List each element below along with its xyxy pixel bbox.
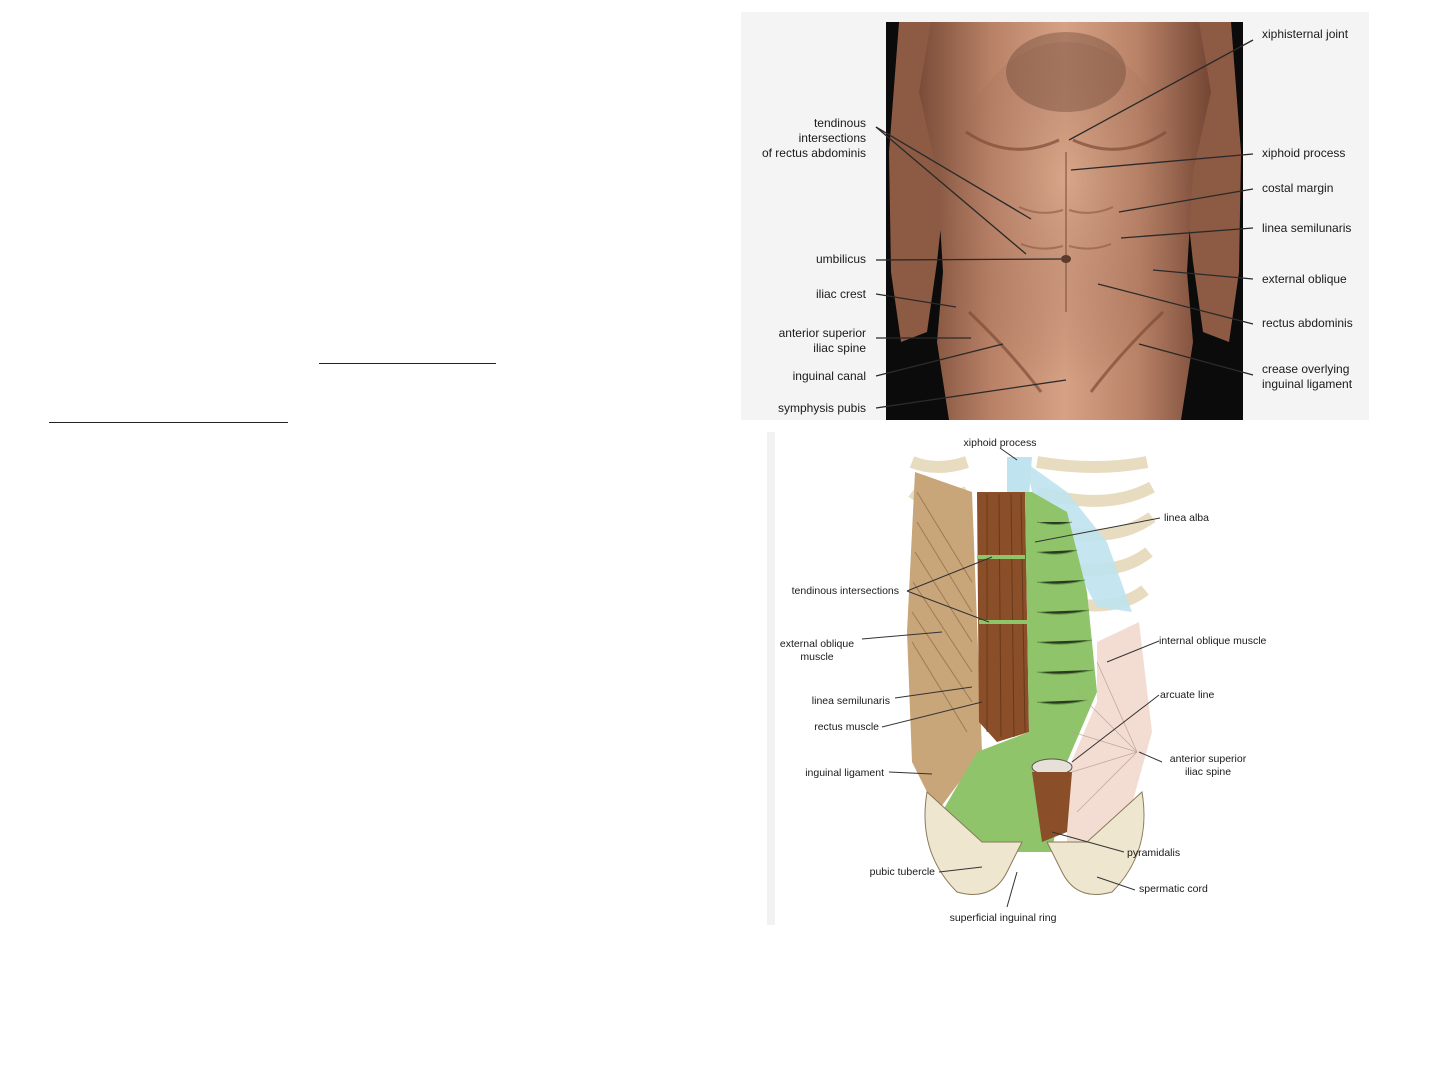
photo-leader-lines [875, 39, 1254, 409]
external-oblique-muscle [907, 472, 982, 812]
label-inguinal-ligament-drawing: inguinal ligament [805, 767, 884, 779]
label-pyramidalis: pyramidalis [1127, 847, 1180, 859]
abdominal-wall-svg: xiphoid process tendinous intersections … [767, 432, 1273, 925]
pelvis-left [924, 791, 1023, 895]
photo-right-labels: xiphisternal joint xiphoid process costa… [1262, 27, 1353, 391]
label-linea-semilunaris: linea semilunaris [1262, 221, 1351, 235]
label-muscle: muscle [800, 651, 833, 663]
label-crease-overlying: crease overlying [1262, 362, 1349, 376]
label-xiphoid-process-drawing: xiphoid process [964, 437, 1037, 449]
rectus-fibers [986, 493, 1026, 738]
right-rectus-lower [1032, 772, 1072, 842]
drawing-labels: xiphoid process tendinous intersections … [780, 437, 1267, 924]
sheath-lines [1036, 521, 1094, 705]
label-internal-oblique-muscle: internal oblique muscle [1159, 635, 1267, 647]
label-superficial-inguinal-ring: superficial inguinal ring [950, 912, 1057, 924]
left-aponeurosis [942, 492, 1032, 852]
blank-rule-upper [319, 363, 496, 364]
label-rectus-abdominis: rectus abdominis [1262, 316, 1353, 330]
label-tendinous-intersections: tendinous intersections [792, 585, 899, 597]
abdominal-wall-drawing: xiphoid process tendinous intersections … [767, 432, 1273, 925]
label-costal-margin: costal margin [1262, 181, 1333, 195]
label-linea-semilunaris-drawing: linea semilunaris [812, 695, 890, 707]
photo-left-labels: tendinous intersections of rectus abdomi… [762, 116, 867, 415]
label-tendinous: tendinous [814, 116, 866, 130]
label-external-oblique-drawing: external oblique [780, 638, 854, 650]
blank-rule-lower [49, 422, 288, 423]
internal-oblique-muscle [1067, 622, 1152, 852]
label-linea-alba: linea alba [1164, 512, 1209, 524]
label-external-oblique: external oblique [1262, 272, 1347, 286]
drawing-leader-lines [861, 447, 1163, 908]
label-xiphoid-process: xiphoid process [1262, 146, 1345, 160]
surface-anatomy-svg: tendinous intersections of rectus abdomi… [741, 12, 1369, 420]
left-rectus-muscle [977, 492, 1029, 742]
label-symphysis-pubis: symphysis pubis [778, 401, 866, 415]
surface-anatomy-figure: tendinous intersections of rectus abdomi… [741, 12, 1369, 420]
label-umbilicus: umbilicus [816, 252, 866, 266]
label-anterior-superior: anterior superior [779, 326, 866, 340]
label-rectus-muscle: rectus muscle [814, 721, 879, 733]
label-intersections: intersections [799, 131, 866, 145]
label-pubic-tubercle: pubic tubercle [870, 866, 936, 878]
label-inguinal-canal: inguinal canal [793, 369, 866, 383]
torso-photo [889, 22, 1241, 420]
label-spermatic-cord: spermatic cord [1139, 883, 1208, 895]
label-iliac-spine-drawing: iliac spine [1185, 766, 1231, 778]
label-iliac-spine: iliac spine [813, 341, 866, 355]
label-iliac-crest: iliac crest [816, 287, 867, 301]
label-inguinal-ligament: inguinal ligament [1262, 377, 1353, 391]
pelvis-right [1046, 791, 1145, 895]
label-of-rectus-abdominis: of rectus abdominis [762, 146, 866, 160]
label-xiphisternal-joint: xiphisternal joint [1262, 27, 1349, 41]
label-arcuate-line: arcuate line [1160, 689, 1214, 701]
label-anterior-superior-drawing: anterior superior [1170, 753, 1247, 765]
internal-oblique-fibers [1071, 661, 1138, 813]
